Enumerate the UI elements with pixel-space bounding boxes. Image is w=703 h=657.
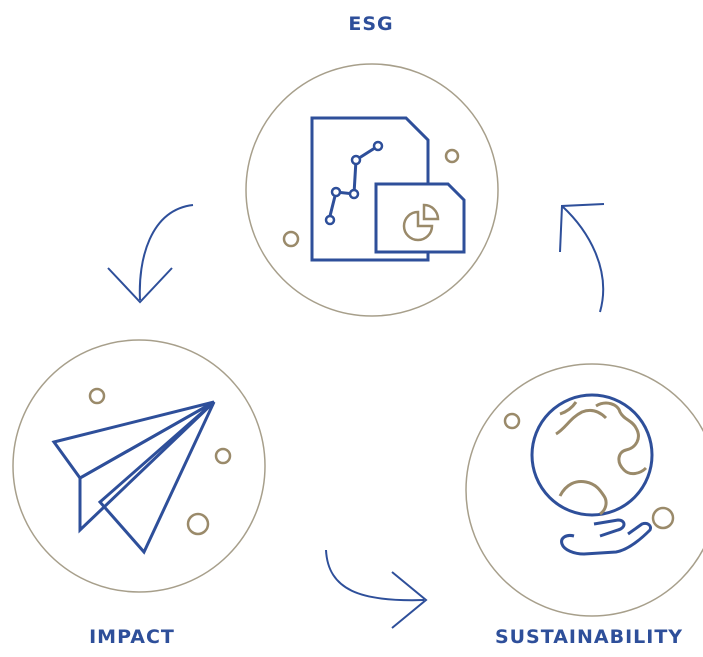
sustainability-node — [465, 363, 703, 617]
esg-node-ring — [245, 63, 499, 317]
hand-icon — [560, 518, 652, 556]
sustainability-label: SUSTAINABILITY — [494, 626, 684, 648]
document-chart-icon — [310, 116, 466, 262]
impact-label: IMPACT — [89, 626, 175, 648]
globe-icon — [530, 393, 654, 517]
globe-in-hand-icon — [530, 393, 654, 556]
impact-node — [12, 339, 266, 593]
decorative-dot — [444, 148, 460, 164]
impact-node-ring — [12, 339, 266, 593]
sustainability-node-ring — [465, 363, 703, 617]
pie-chart-icon — [402, 203, 440, 242]
arrow-impact-to-sustainability — [325, 549, 428, 629]
decorative-dot — [186, 512, 210, 536]
decorative-dot — [651, 506, 675, 530]
arrow-sustainability-to-esg — [559, 203, 605, 313]
decorative-dot — [88, 387, 106, 405]
arrow-esg-to-impact — [107, 204, 194, 304]
decorative-dot — [503, 412, 521, 430]
decorative-dot — [214, 447, 232, 465]
esg-label: ESG — [348, 13, 394, 35]
decorative-dot — [282, 230, 300, 248]
paper-plane-icon — [51, 400, 216, 555]
esg-node — [245, 63, 499, 317]
